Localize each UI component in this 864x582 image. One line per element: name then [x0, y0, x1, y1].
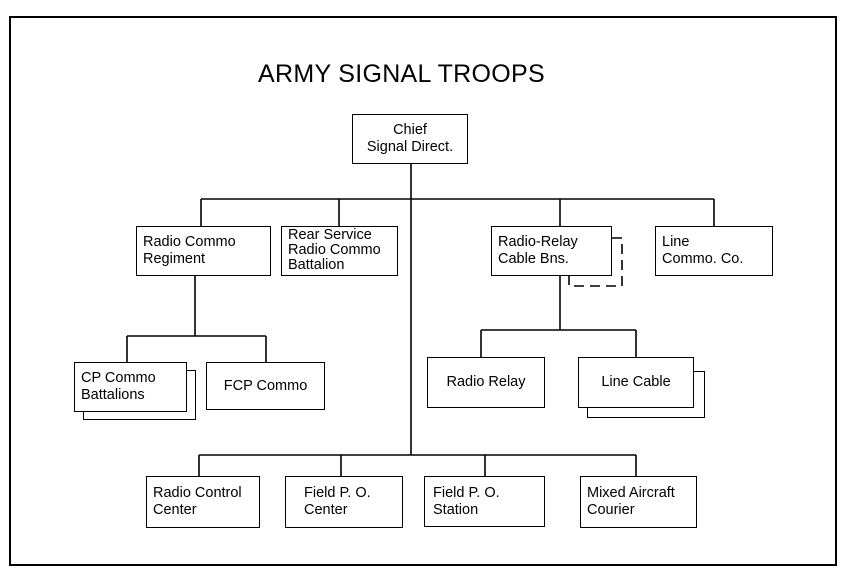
- node-field-po-station: Field P. O. Station: [424, 476, 545, 527]
- node-chief-signal-direct: Chief Signal Direct.: [352, 114, 468, 164]
- node-cp-commo-battalions: CP Commo Battalions: [74, 362, 187, 412]
- node-radio-relay-cable-bns: Radio-Relay Cable Bns.: [491, 226, 612, 276]
- node-radio-commo-regiment: Radio Commo Regiment: [136, 226, 271, 276]
- node-fcp-commo: FCP Commo: [206, 362, 325, 410]
- node-field-po-center: Field P. O. Center: [285, 476, 403, 528]
- node-line-cable: Line Cable: [578, 357, 694, 408]
- node-rear-service-radio-commo-battalion: Rear Service Radio Commo Battalion: [281, 226, 398, 276]
- diagram-title: ARMY SIGNAL TROOPS: [258, 60, 545, 88]
- node-radio-relay: Radio Relay: [427, 357, 545, 408]
- outer-frame: [9, 16, 837, 566]
- dashed-outline: [568, 237, 623, 287]
- node-mixed-aircraft-courier: Mixed Aircraft Courier: [580, 476, 697, 528]
- node-line-commo-co: Line Commo. Co.: [655, 226, 773, 276]
- node-radio-control-center: Radio Control Center: [146, 476, 260, 528]
